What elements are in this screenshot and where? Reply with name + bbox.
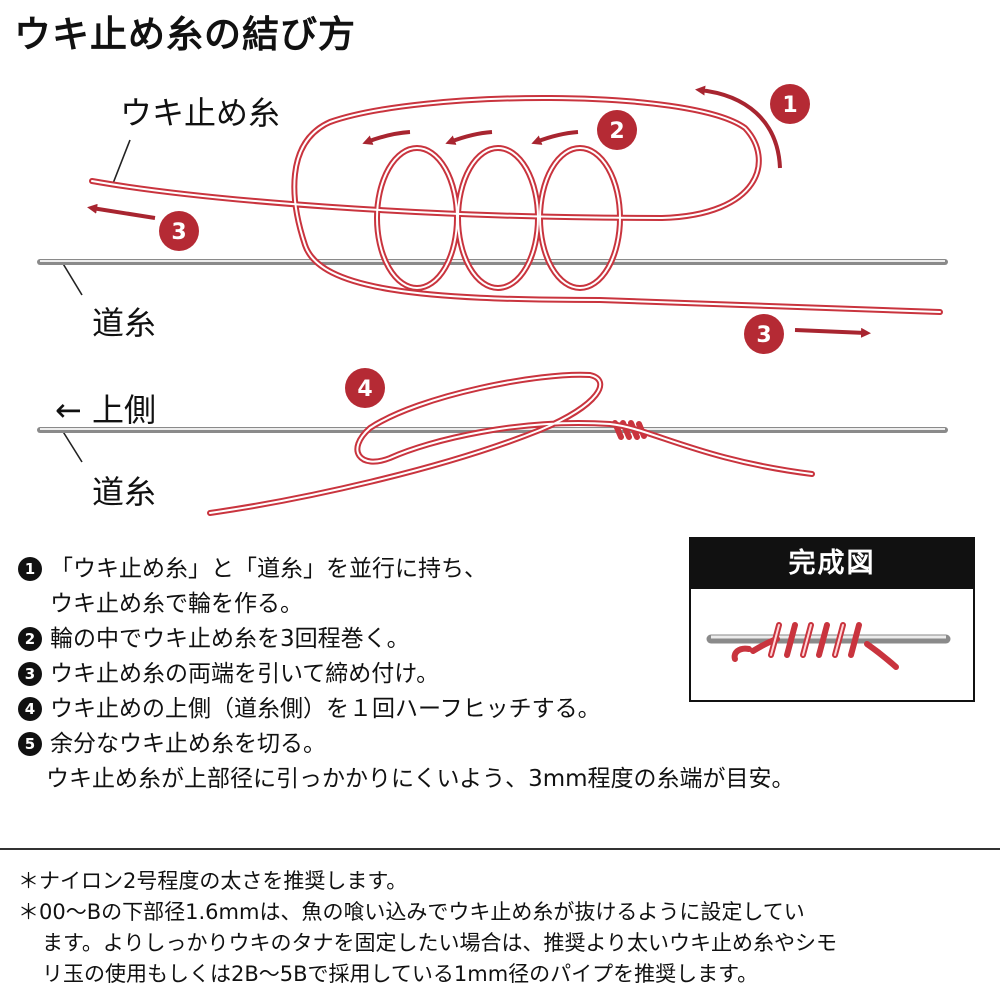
step-1-text: 「ウキ止め糸」と「道糸」を並行に持ち、 bbox=[50, 556, 487, 582]
uki-thread-bottom bbox=[207, 371, 815, 516]
step-5-continued: ウキ止め糸が上部径に引っかかりにくいよう、3mm程度の糸端が目安。 bbox=[46, 766, 795, 792]
step-1: 1 「ウキ止め糸」と「道糸」を並行に持ち、 bbox=[18, 552, 678, 587]
step-1-continued: ウキ止め糸で輪を作る。 bbox=[50, 591, 303, 617]
section-divider bbox=[0, 848, 1000, 850]
arrow-step-1 bbox=[695, 85, 782, 169]
arrow-step-2a bbox=[362, 130, 411, 145]
svg-text:4: 4 bbox=[357, 377, 372, 402]
main-line-top bbox=[37, 259, 948, 265]
knot-diagram: 1 2 3 3 4 bbox=[37, 84, 948, 516]
arrow-step-3-left bbox=[87, 203, 156, 220]
label-main-line-top: 道糸 bbox=[92, 304, 157, 342]
uki-thread-top bbox=[89, 94, 943, 315]
badge-4: 4 bbox=[345, 368, 385, 408]
note-1: ＊ナイロン2号程度の太さを推奨します。 bbox=[18, 869, 408, 893]
notes: ＊ナイロン2号程度の太さを推奨します。 ＊00〜Bの下部径1.6mmは、魚の喰い… bbox=[18, 866, 988, 990]
step-2-text: 輪の中でウキ止め糸を3回程巻く。 bbox=[50, 626, 410, 652]
svg-text:1: 1 bbox=[782, 93, 797, 118]
note-2-line-3: リ玉の使用もしくは2B〜5Bで採用している1mm径のパイプを推奨します。 bbox=[42, 962, 759, 986]
completed-view-title: 完成図 bbox=[691, 539, 973, 589]
badge-1: 1 bbox=[770, 84, 810, 124]
step-number-5: 5 bbox=[18, 732, 42, 756]
note-2-line-1: ＊00〜Bの下部径1.6mmは、魚の喰い込みでウキ止め糸が抜けるように設定してい bbox=[18, 900, 805, 924]
svg-text:3: 3 bbox=[756, 323, 771, 348]
label-upper-side: ← 上側 bbox=[55, 391, 156, 429]
svg-text:3: 3 bbox=[171, 220, 186, 245]
step-5-text: 余分なウキ止め糸を切る。 bbox=[50, 731, 326, 757]
completed-view-box: 完成図 bbox=[689, 537, 975, 702]
completed-knot-illustration bbox=[706, 622, 951, 670]
step-2: 2 輪の中でウキ止め糸を3回程巻く。 bbox=[18, 622, 678, 657]
leader-main-line-top bbox=[61, 261, 83, 296]
arrow-step-2b bbox=[445, 130, 493, 145]
step-number-3: 3 bbox=[18, 662, 42, 686]
step-number-1: 1 bbox=[18, 557, 42, 581]
step-number-4: 4 bbox=[18, 697, 42, 721]
step-5: 5 余分なウキ止め糸を切る。 bbox=[18, 727, 678, 762]
step-4-text: ウキ止めの上側（道糸側）を１回ハーフヒッチする。 bbox=[50, 696, 601, 722]
step-4: 4 ウキ止めの上側（道糸側）を１回ハーフヒッチする。 bbox=[18, 692, 678, 727]
step-number-2: 2 bbox=[18, 627, 42, 651]
label-main-line-bottom: 道糸 bbox=[92, 473, 157, 511]
step-3-text: ウキ止め糸の両端を引いて締め付け。 bbox=[50, 661, 440, 687]
badge-3-left: 3 bbox=[159, 211, 199, 251]
badge-3-right: 3 bbox=[744, 314, 784, 354]
note-2-line-2: ます。よりしっかりウキのタナを固定したい場合は、推奨より太いウキ止め糸やシモ bbox=[42, 931, 838, 955]
step-3: 3 ウキ止め糸の両端を引いて締め付け。 bbox=[18, 657, 678, 692]
step-list: 1 「ウキ止め糸」と「道糸」を並行に持ち、 ウキ止め糸で輪を作る。 2 輪の中で… bbox=[18, 552, 795, 797]
badge-2: 2 bbox=[597, 110, 637, 150]
label-uki-line: ウキ止め糸 bbox=[120, 94, 281, 132]
svg-text:2: 2 bbox=[609, 119, 624, 144]
arrow-step-3-right bbox=[794, 327, 871, 338]
arrow-step-2c bbox=[531, 130, 579, 145]
leader-main-line-bottom bbox=[61, 429, 83, 463]
page-title: ウキ止め糸の結び方 bbox=[14, 13, 356, 56]
leader-uki-line bbox=[111, 139, 131, 187]
